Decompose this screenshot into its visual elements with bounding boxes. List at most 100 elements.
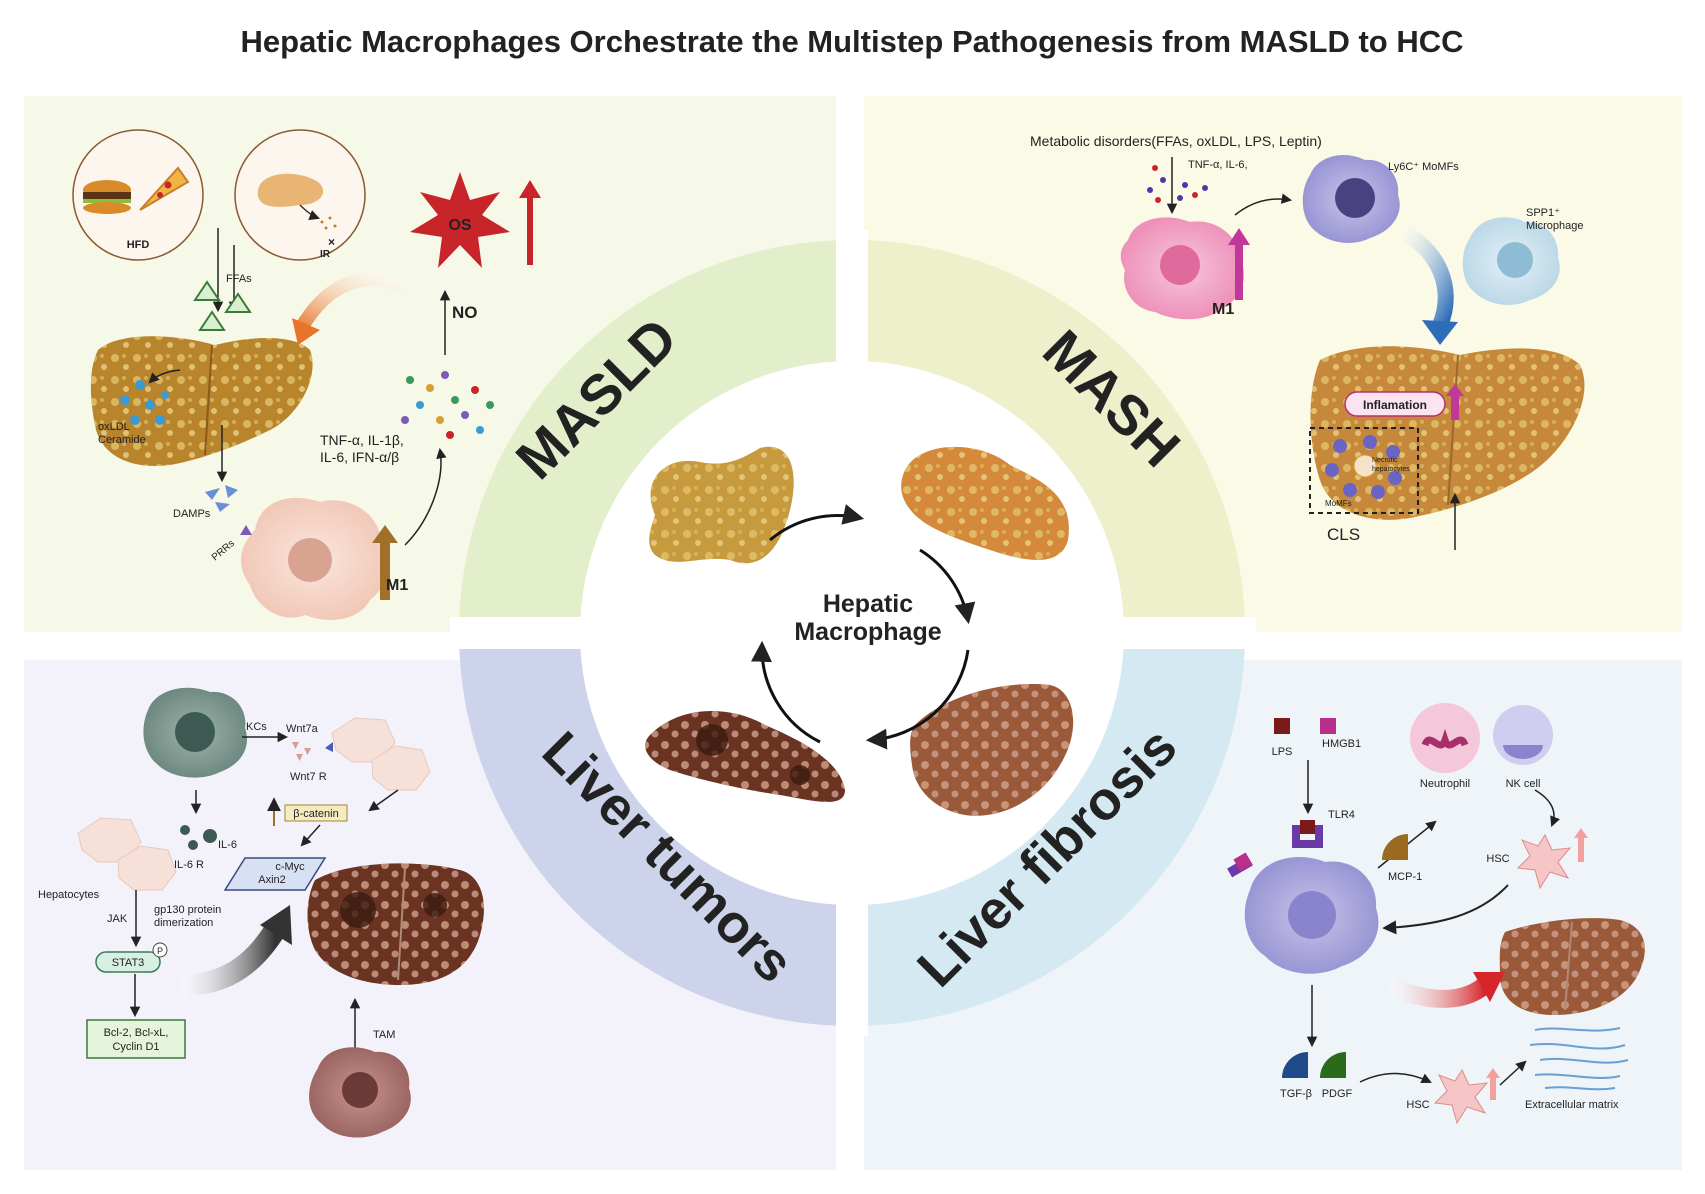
hsc-star-2 [1433, 1068, 1489, 1125]
masld-cytokines-2: IL-6, IFN-α/β [320, 449, 399, 465]
fibrosis-content: LPS HMGB1 TLR4 MCP-1 Neutrophil NK cell [1227, 703, 1645, 1125]
ecm-label: Extracellular matrix [1525, 1099, 1619, 1111]
center-liver-fatty [649, 446, 794, 564]
center-label-line2: Macrophage [794, 618, 941, 646]
tlr4-receptor [1292, 820, 1323, 848]
tumors-content: KCs Wnt7a Wnt7 R β-catenin c-Myc Axin2 I… [38, 687, 484, 1138]
cmyc-box [223, 857, 327, 891]
burger-icon [83, 180, 131, 214]
mash-m1-arrow [1228, 228, 1250, 300]
wnt7r-label: Wnt7 R [290, 771, 327, 783]
mash-dots [1147, 165, 1208, 203]
tam-macrophage [309, 1047, 411, 1138]
hsc-up-arrow-1 [1574, 828, 1588, 862]
ffas-label: FFAs [226, 273, 252, 285]
stat3-box [95, 951, 161, 973]
tlr4-label: TLR4 [1328, 809, 1355, 821]
oxldl-label: oxLDL [98, 421, 130, 433]
necrotic-label-1: Necrotic [1372, 457, 1398, 464]
il6-label: IL-6 [218, 839, 237, 851]
ceramide-label: Ceramide [98, 434, 146, 446]
masld-content: HFD × IR FFAs oxLDL Ceramide [72, 129, 541, 620]
bcl-label-1: Bcl-2, Bcl-xL, [104, 1027, 169, 1039]
center-cycle-arrows [751, 504, 976, 750]
hmgb1-icon [1320, 718, 1336, 734]
pdgf-icon [1320, 1052, 1346, 1078]
orange-feedback-arrow [293, 272, 409, 334]
neutrophil-cell [1410, 703, 1480, 773]
hsc-label-2: HSC [1406, 1099, 1429, 1111]
tumor-hepatocyte-pair-2 [77, 817, 177, 891]
spp1-label-1: SPP1⁺ [1526, 207, 1560, 219]
inflammation-badge [1344, 391, 1446, 417]
cmyc-label: c-Myc [275, 861, 305, 873]
mash-content: Metabolic disorders(FFAs, oxLDL, LPS, Le… [1030, 133, 1585, 550]
stat3-p-label: P [157, 946, 163, 956]
os-starburst [410, 172, 510, 268]
ly6c-macrophage [1302, 155, 1400, 243]
fibrosis-liver [1499, 918, 1645, 1015]
beta-catenin-box [284, 804, 348, 822]
kc-macrophage [143, 687, 248, 778]
ir-cross: × [328, 235, 335, 249]
center-liver-tumor [645, 711, 845, 802]
tumor-liver [307, 863, 484, 985]
hmgb1-receptor [1227, 852, 1253, 878]
pizza-icon [139, 166, 190, 211]
no-label: NO [452, 303, 478, 322]
mcp1-label: MCP-1 [1388, 871, 1422, 883]
cls-cells [1325, 435, 1402, 499]
mash-m1-label: M1 [1212, 301, 1234, 318]
tam-label: TAM [373, 1029, 395, 1041]
jak-label: JAK [107, 913, 128, 925]
hfd-circle [72, 129, 204, 261]
gray-curved-arrow [181, 923, 285, 996]
tumor-hepatocyte-pair-1 [331, 717, 431, 791]
necrotic-label-2: hepatocytes [1372, 466, 1410, 473]
il6r-label: IL-6 R [174, 859, 204, 871]
mash-cytokines: TNF-α, IL-6, [1188, 159, 1248, 171]
kcs-label: KCs [246, 721, 267, 733]
damps-icons [205, 485, 238, 512]
masld-liver [90, 336, 313, 466]
center-liver-fibrotic [910, 684, 1074, 816]
gp130-label-2: dimerization [154, 917, 213, 929]
inflammation-label: Inflamation [1363, 398, 1427, 412]
hfd-label: HFD [127, 239, 150, 251]
ir-label: IR [320, 249, 331, 260]
lps-label: LPS [1272, 746, 1293, 758]
mcp1-icon [1382, 834, 1408, 860]
beta-catenin-label: β-catenin [293, 808, 338, 820]
pdgf-label: PDGF [1322, 1088, 1353, 1100]
center-label-line1: Hepatic [823, 590, 913, 618]
inflammation-up-arrow [1446, 384, 1464, 420]
os-up-arrow [519, 180, 541, 265]
hsc-up-arrow-2 [1486, 1068, 1500, 1100]
gp130-label-1: gp130 protein [154, 904, 221, 916]
page-title: Hepatic Macrophages Orchestrate the Mult… [241, 24, 1464, 59]
mash-m1-macrophage [1120, 217, 1244, 320]
cls-label: CLS [1327, 525, 1360, 544]
hepatocytes-label: Hepatocytes [38, 889, 100, 901]
blue-curved-arrow [1396, 222, 1454, 329]
spp1-label-2: Microphage [1526, 220, 1583, 232]
stat3-label: STAT3 [112, 957, 145, 969]
nkcell-label: NK cell [1506, 778, 1541, 790]
tgfb-icon [1282, 1052, 1308, 1078]
ly6c-label: Ly6C⁺ MoMFs [1388, 161, 1459, 173]
os-label: OS [448, 217, 471, 234]
center-liver-inflamed [901, 446, 1069, 560]
masld-cytokines-1: TNF-α, IL-1β, [320, 432, 404, 448]
damps-label: DAMPs [173, 508, 211, 520]
m1-up-arrow [372, 525, 398, 600]
il6-icons [180, 825, 217, 850]
hsc-label-1: HSC [1486, 853, 1509, 865]
fibrosis-macrophage [1244, 857, 1379, 974]
wnt7a-label: Wnt7a [286, 723, 319, 735]
nk-cell [1493, 705, 1553, 765]
lps-icon [1274, 718, 1290, 734]
mash-liver [1310, 346, 1585, 520]
ecm-fibers [1529, 1027, 1629, 1091]
hsc-star-1 [1516, 833, 1572, 890]
